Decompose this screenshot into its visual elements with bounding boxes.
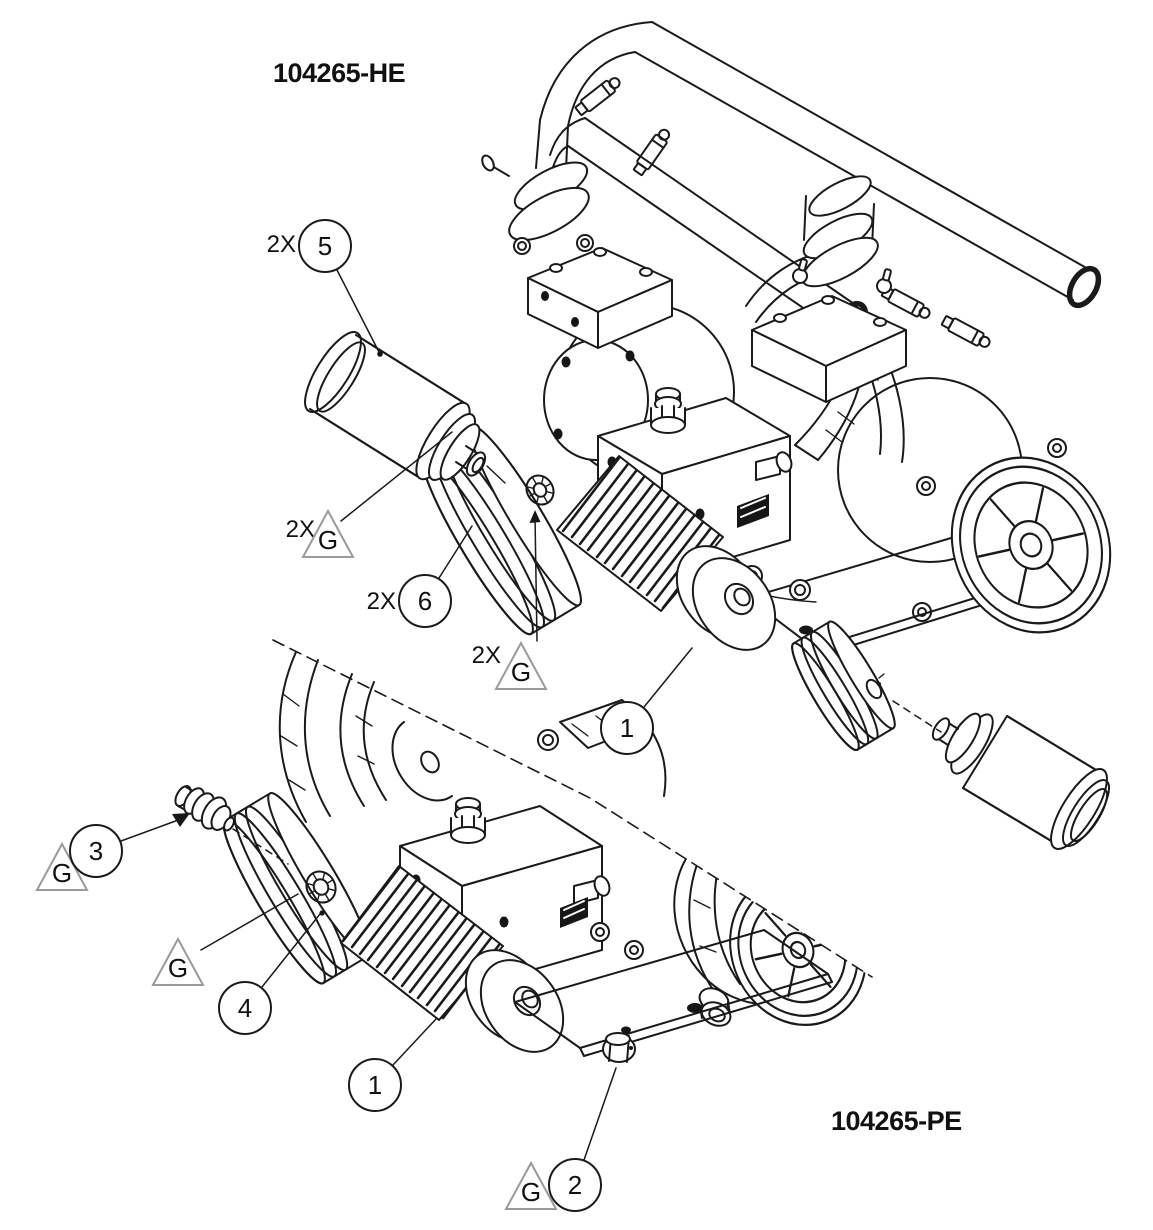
balloon-number: 1 [367,1070,383,1100]
balloon-1-he: 1 [600,701,654,755]
grease-triangle-icon [301,508,355,558]
he-heat-exchanger [556,455,777,651]
pe-oil-plug-item3 [174,785,235,832]
quantity-label: 2X [266,231,296,258]
he-left-muffler [304,331,506,484]
assembly-label-he: 104265-HE [273,58,406,88]
grease-letter: G [51,858,73,888]
balloon-number: 1 [619,713,635,743]
grease-letter: G [317,525,339,555]
balloon-6: 2X 6 [367,574,452,628]
grease-symbol-pe-plug3: G [34,841,90,893]
he-right-pulley [791,620,896,752]
leader-lines [120,269,942,1161]
balloon-number: 6 [417,586,433,616]
balloon-2: 2 [548,1158,602,1212]
pe-break-line [272,639,873,978]
he-right-muffler [931,712,1110,850]
pe-heat-exchanger [340,865,565,1053]
balloon-number: 4 [237,993,253,1023]
quantity-label: 2X [471,642,501,669]
grease-triangle-icon [151,936,205,986]
he-left-cylinder-head [481,154,673,349]
grease-symbol-pe-hub: G [150,936,206,988]
grease-triangle-icon [494,640,548,690]
balloon-number: 2 [567,1170,583,1200]
grease-letter: G [167,953,189,983]
balloon-5: 2X 5 [267,219,352,273]
pe-left-pulley [222,792,371,985]
pe-right-section [673,818,867,1027]
pe-oil-plug-item2 [602,1032,636,1063]
balloon-number: 3 [88,836,104,866]
quantity-label: 2X [366,588,396,615]
balloon-number: 5 [317,231,333,261]
grease-letter: G [520,1177,542,1207]
quantity-label: 2X [285,516,315,543]
grease-letter: G [510,657,532,687]
balloon-3: 3 [69,824,123,878]
grease-symbol-he-pulley: 2X G [472,640,549,692]
grease-symbol-pe-plug2: G [503,1160,559,1212]
he-right-cylinder-head [751,175,907,403]
he-left-pulley [421,425,582,636]
grease-triangle-icon [504,1160,558,1210]
balloon-1-pe: 1 [348,1058,402,1112]
he-flywheel [950,456,1112,634]
grease-symbol-he-muffler: 2X G [286,508,356,560]
balloon-4: 4 [218,981,272,1035]
assembly-label-pe: 104265-PE [831,1106,962,1136]
